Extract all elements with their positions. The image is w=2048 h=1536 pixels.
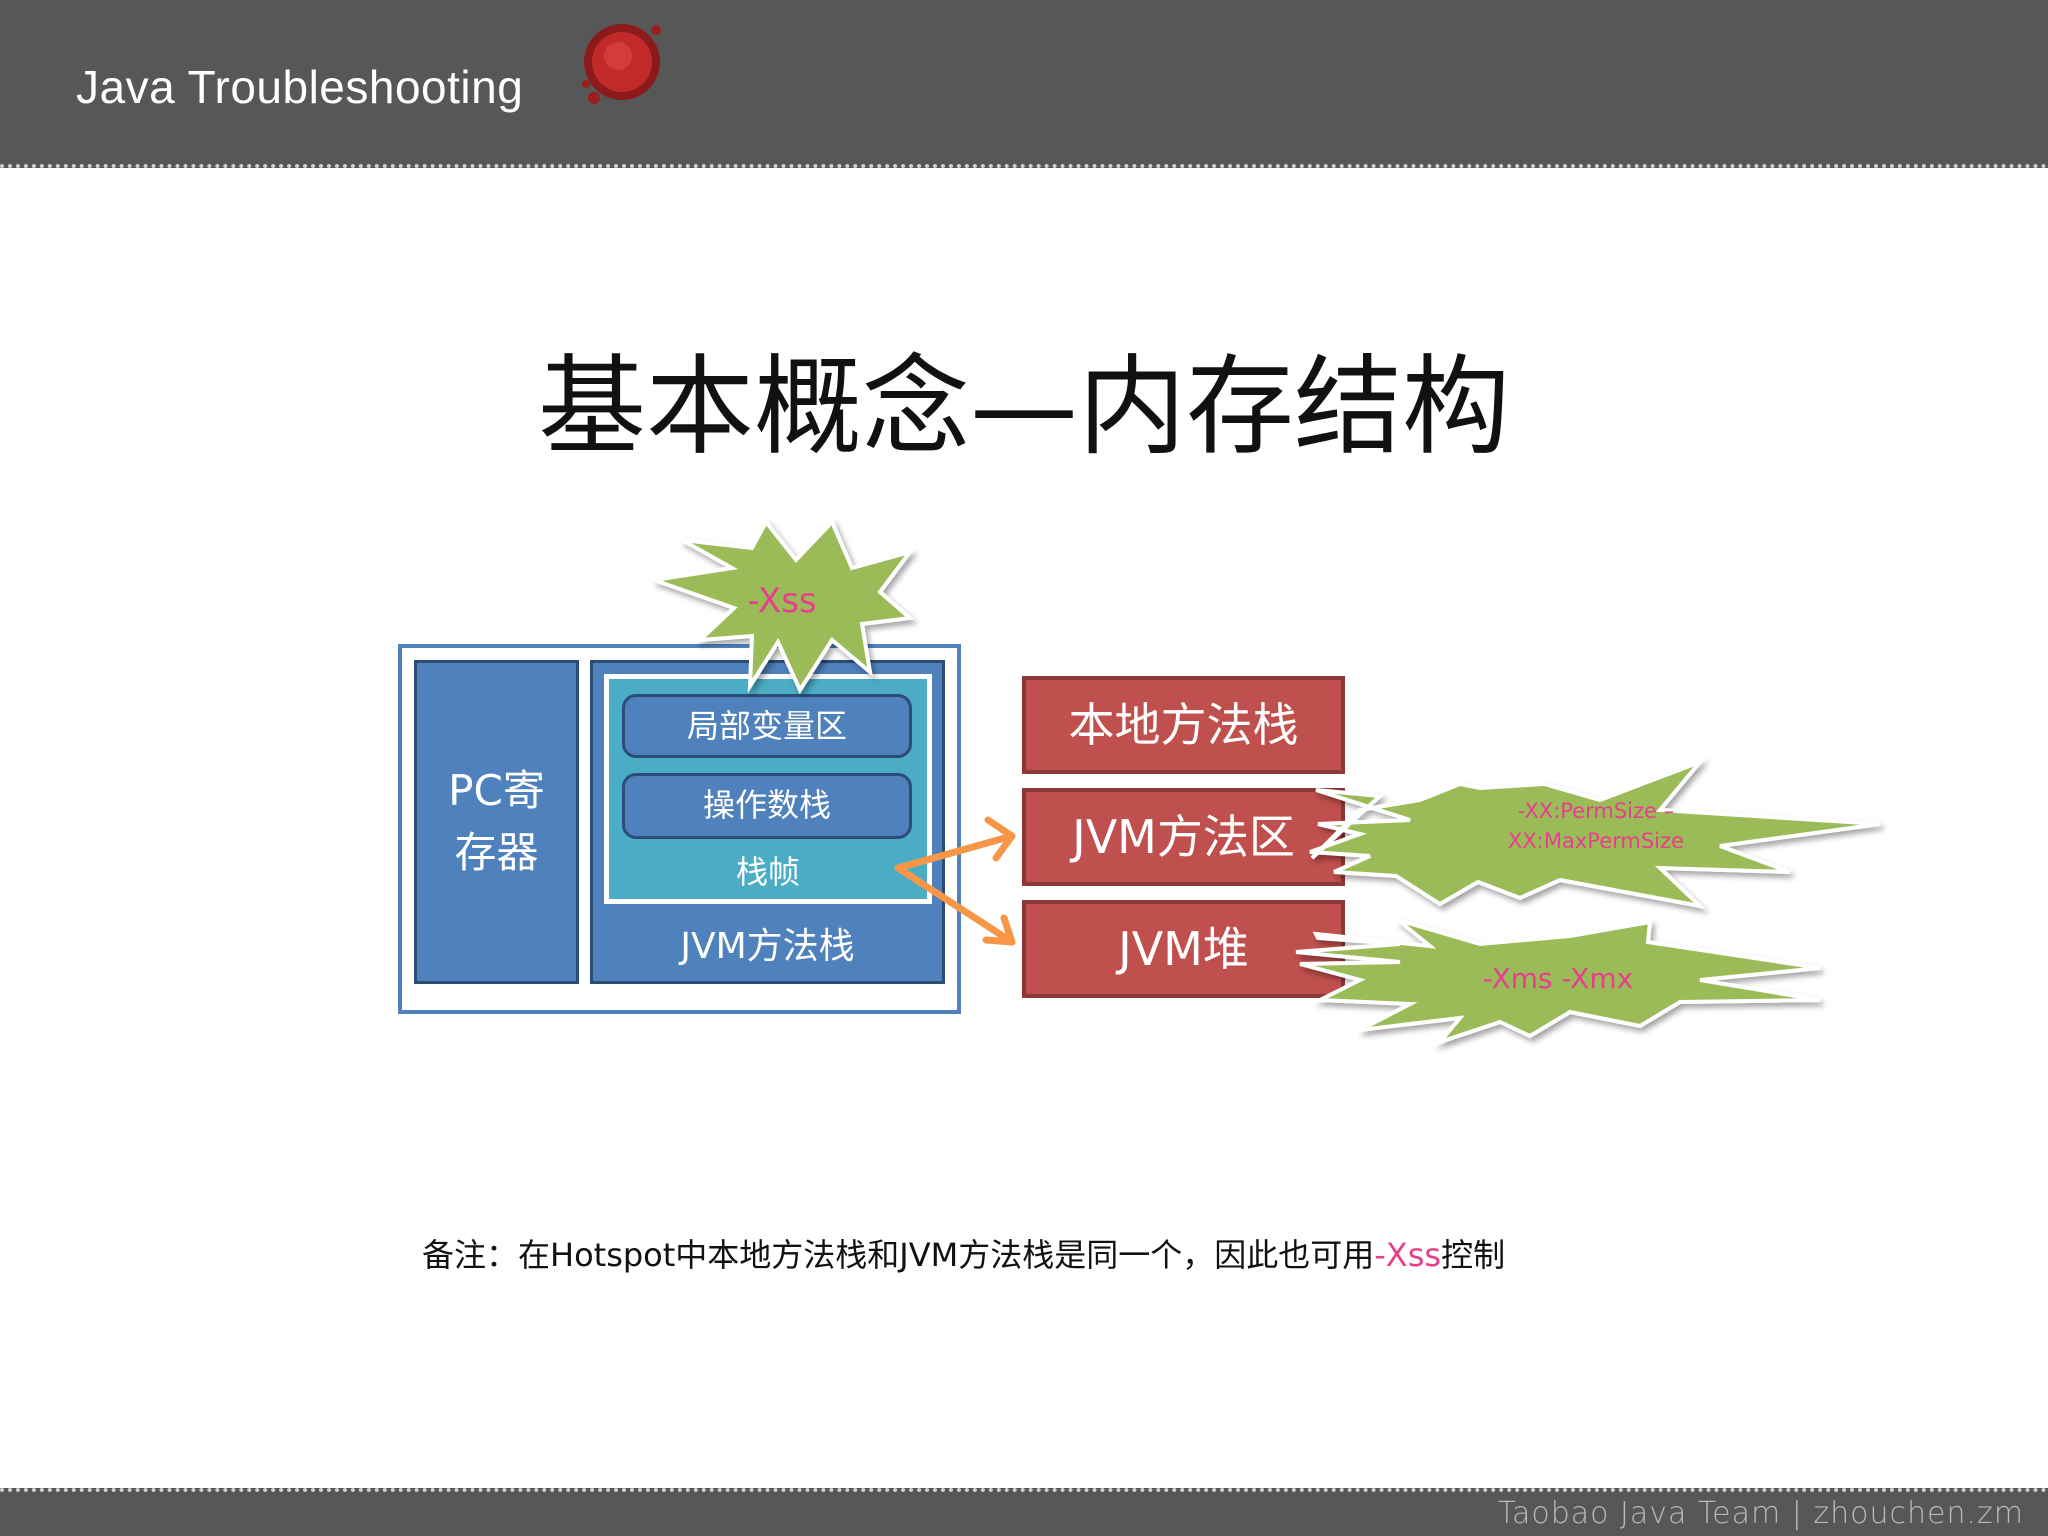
jvm-method-stack-label: JVM方法栈 [680,926,855,967]
pc-register-label: PC寄存器 [448,766,545,877]
method-area-box: JVM方法区 [1022,788,1345,886]
footnote: 备注：在Hotspot中本地方法栈和JVM方法栈是同一个，因此也可用-Xss控制 [422,1230,1505,1276]
header-bar: Java Troubleshooting [0,0,2048,168]
permgen-burst: -XX:PermSize – XX:MaxPermSize [1309,757,1881,910]
pc-register-box: PC寄存器 [414,660,579,984]
native-method-stack-box: 本地方法栈 [1022,676,1345,774]
stack-frame-label: 栈帧 [735,853,800,891]
permgen-burst-line2: XX:MaxPermSize [1508,829,1684,853]
slide-title: 基本概念—内存结构 [537,345,1510,470]
header-title: Java Troubleshooting [76,61,524,113]
xss-burst: -Xss [653,518,916,695]
stack-to-heap-arrow [894,864,1016,946]
footer-credit: Taobao Java Team | zhouchen.zm [1497,1496,2024,1531]
local-variables-box: 局部变量区 [622,694,912,758]
footnote-highlight: -Xss [1374,1236,1442,1274]
footnote-suffix: 控制 [1441,1236,1506,1274]
heap-burst: -Xms -Xmx [1295,918,1821,1047]
footnote-prefix: 备注：在Hotspot中本地方法栈和JVM方法栈是同一个，因此也可用 [422,1236,1375,1274]
xss-burst-label: -Xss [747,581,816,621]
heap-burst-label: -Xms -Xmx [1483,962,1633,995]
wax-seal-icon [582,24,661,104]
stack-to-method-area-arrow [894,816,1016,872]
operand-stack-box: 操作数栈 [622,773,912,839]
heap-box: JVM堆 [1022,900,1345,998]
footer-bar: Taobao Java Team | zhouchen.zm [0,1488,2048,1536]
permgen-burst-line1: -XX:PermSize – [1518,799,1674,823]
